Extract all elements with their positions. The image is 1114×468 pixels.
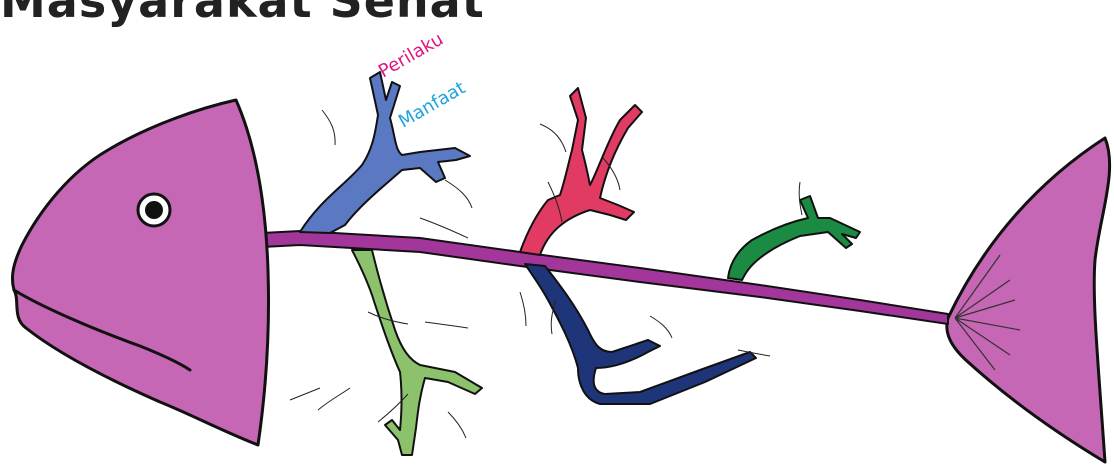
- fish-tail: [947, 138, 1110, 462]
- bone-green: [728, 196, 860, 280]
- bone-light-green: [352, 250, 482, 455]
- fish-head: [12, 100, 268, 445]
- label-manfaat: Manfaat: [395, 77, 469, 132]
- bone-red: [520, 88, 642, 255]
- label-perilaku: Perilaku: [375, 29, 447, 83]
